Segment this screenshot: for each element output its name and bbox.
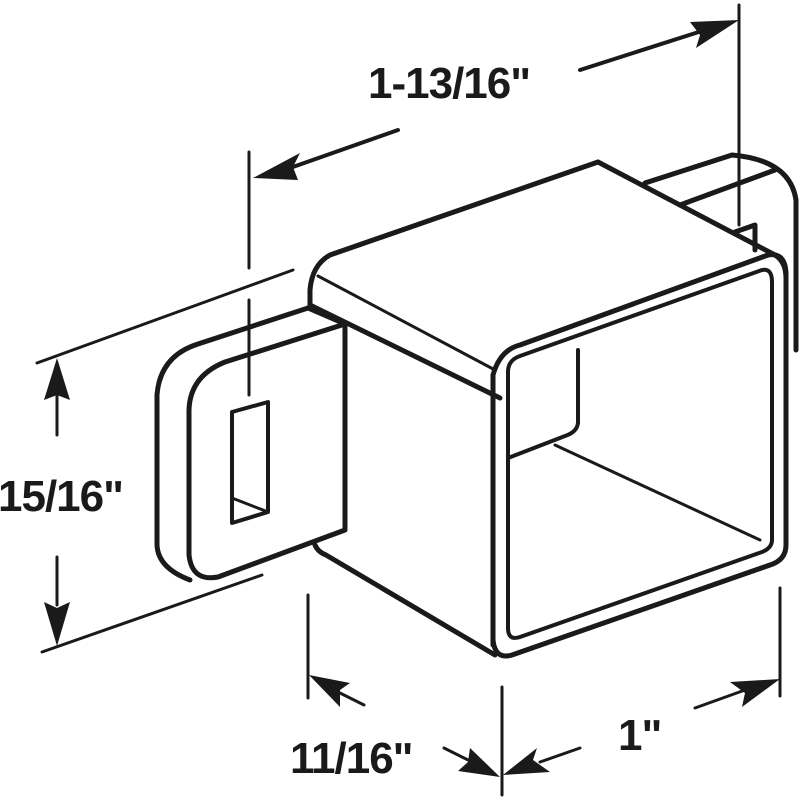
arrowhead-left — [253, 153, 300, 180]
arrowhead-down — [44, 602, 70, 646]
dimension-width: 1" — [503, 586, 782, 775]
dimension-label-length: 1-13/16" — [368, 59, 530, 108]
arrowhead-depth-left — [309, 675, 350, 707]
tube-body — [307, 159, 789, 659]
dimension-depth: 11/16" — [290, 593, 504, 797]
dimension-label-width: 1" — [618, 711, 661, 760]
dimension-label-height: 15/16" — [0, 472, 123, 521]
arrowhead-up — [44, 358, 70, 400]
rear-tab — [642, 152, 799, 353]
dimension-height: 15/16" — [0, 268, 295, 654]
dimension-length: 1-13/16" — [247, 3, 741, 397]
dimension-label-depth: 11/16" — [290, 734, 413, 783]
arrowhead-width-left — [503, 748, 550, 775]
arrowhead-depth-right — [458, 748, 500, 777]
front-tab — [154, 305, 348, 583]
arrowhead-right — [690, 20, 739, 48]
arrowhead-width-right — [730, 679, 780, 707]
